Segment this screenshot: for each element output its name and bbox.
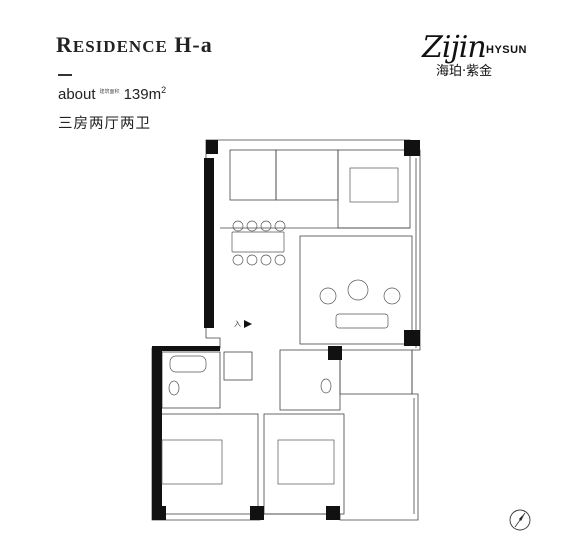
bed-left [161, 439, 223, 485]
column-s [250, 506, 264, 520]
entrance-label: 入 [234, 320, 241, 328]
outer-wall-outline [151, 139, 421, 521]
wall-west-lower [152, 346, 162, 516]
logo-chinese: 海珀·紫金 [436, 64, 493, 79]
bedroom-left [157, 413, 259, 515]
dining-chair [232, 254, 244, 266]
about-label: about [58, 86, 96, 103]
utility-room [229, 149, 277, 201]
coffee-table [347, 279, 369, 301]
bedroom-right [263, 413, 345, 515]
wall-west-upper [204, 158, 214, 328]
area-value: 139m2 [123, 85, 167, 103]
dining-chair [260, 220, 272, 232]
column-sw [152, 506, 166, 520]
toilet [168, 380, 180, 396]
dining-chair [246, 254, 258, 266]
armchair [383, 287, 401, 305]
kitchen-room [275, 149, 339, 201]
bathtub [169, 355, 207, 373]
entrance-arrow-icon [244, 320, 252, 328]
bed-right [277, 439, 335, 485]
layout-description: 三房两厅两卫 [58, 116, 151, 132]
balcony [339, 349, 413, 395]
floor-plan: 入 [151, 139, 421, 521]
north-arrow-icon [509, 509, 531, 531]
dining-chair [274, 220, 286, 232]
area-prefix: 建筑面积 [99, 89, 120, 95]
logo-english: HYSUN [486, 44, 528, 56]
brand-logo: Zijin HYSUN 海珀·紫金 [422, 30, 550, 79]
dining-chair [274, 254, 286, 266]
residence-title: RESIDENCE H-a [56, 32, 213, 57]
column-ne [404, 140, 420, 156]
dining-chair [260, 254, 272, 266]
column-nw [206, 140, 218, 154]
toilet [320, 378, 332, 394]
bathroom-left [161, 351, 221, 409]
armchair [319, 287, 337, 305]
sofa [335, 313, 389, 329]
column-mid [328, 346, 342, 360]
title-divider [58, 74, 72, 76]
dining-chair [246, 220, 258, 232]
dining-table [231, 231, 285, 253]
bed-top [349, 167, 399, 203]
area-row: about 建筑面积 139m2 [58, 85, 167, 103]
closet [223, 351, 253, 381]
dining-chair [232, 220, 244, 232]
column-se [326, 506, 340, 520]
wall-bathroom-top [152, 346, 220, 351]
master-bedroom-top [337, 149, 411, 229]
logo-script: Zijin [422, 30, 487, 65]
column-e [404, 330, 420, 346]
living-room [299, 235, 413, 345]
